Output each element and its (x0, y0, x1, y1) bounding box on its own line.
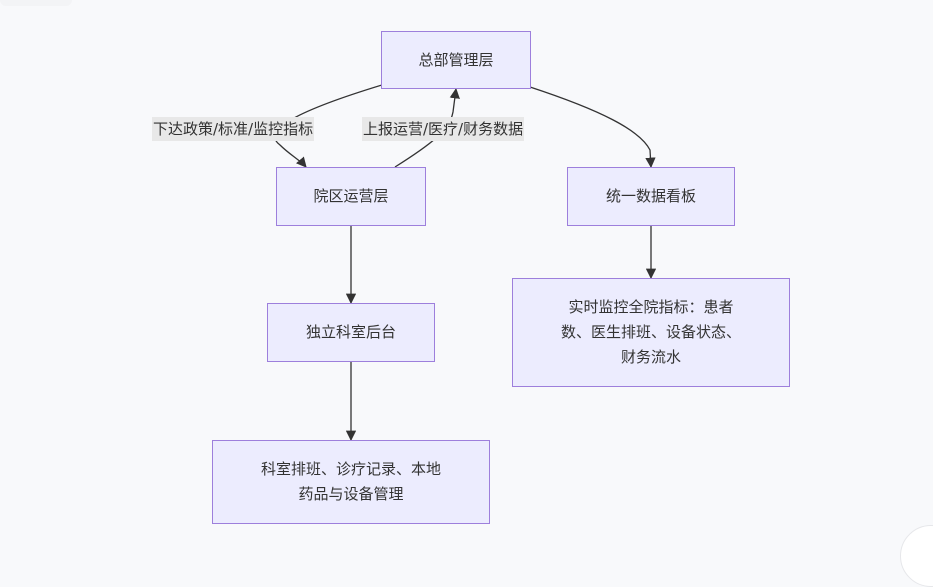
node-deptmgmt-line1: 科室排班、诊疗记录、本地 (260, 460, 441, 478)
edge-label-up: 上报运营/医疗/财务数据 (362, 117, 525, 141)
node-monitor-line3: 财务流水 (620, 348, 681, 366)
node-monitor[interactable]: 实时监控全院指标：患者 数、医生排班、设备状态、 财务流水 (512, 278, 790, 387)
node-hq-label: 总部管理层 (418, 50, 494, 69)
node-dept[interactable]: 独立科室后台 (267, 303, 435, 362)
node-hq[interactable]: 总部管理层 (381, 31, 531, 89)
edge-label-down: 下达政策/标准/监控指标 (152, 117, 315, 141)
node-monitor-line1: 实时监控全院指标：患者 (568, 298, 734, 316)
node-campus[interactable]: 院区运营层 (276, 167, 426, 226)
node-deptmgmt[interactable]: 科室排班、诊疗记录、本地 药品与设备管理 (212, 440, 490, 524)
node-dashboard[interactable]: 统一数据看板 (567, 167, 735, 226)
node-campus-label: 院区运营层 (313, 187, 389, 205)
node-dashboard-label: 统一数据看板 (605, 187, 696, 205)
node-deptmgmt-line2: 药品与设备管理 (298, 485, 404, 503)
node-dept-label: 独立科室后台 (305, 323, 396, 341)
node-monitor-line2: 数、医生排班、设备状态、 (560, 323, 741, 341)
top-left-tab (0, 0, 72, 6)
edge-hq-to-dashboard (529, 86, 656, 169)
